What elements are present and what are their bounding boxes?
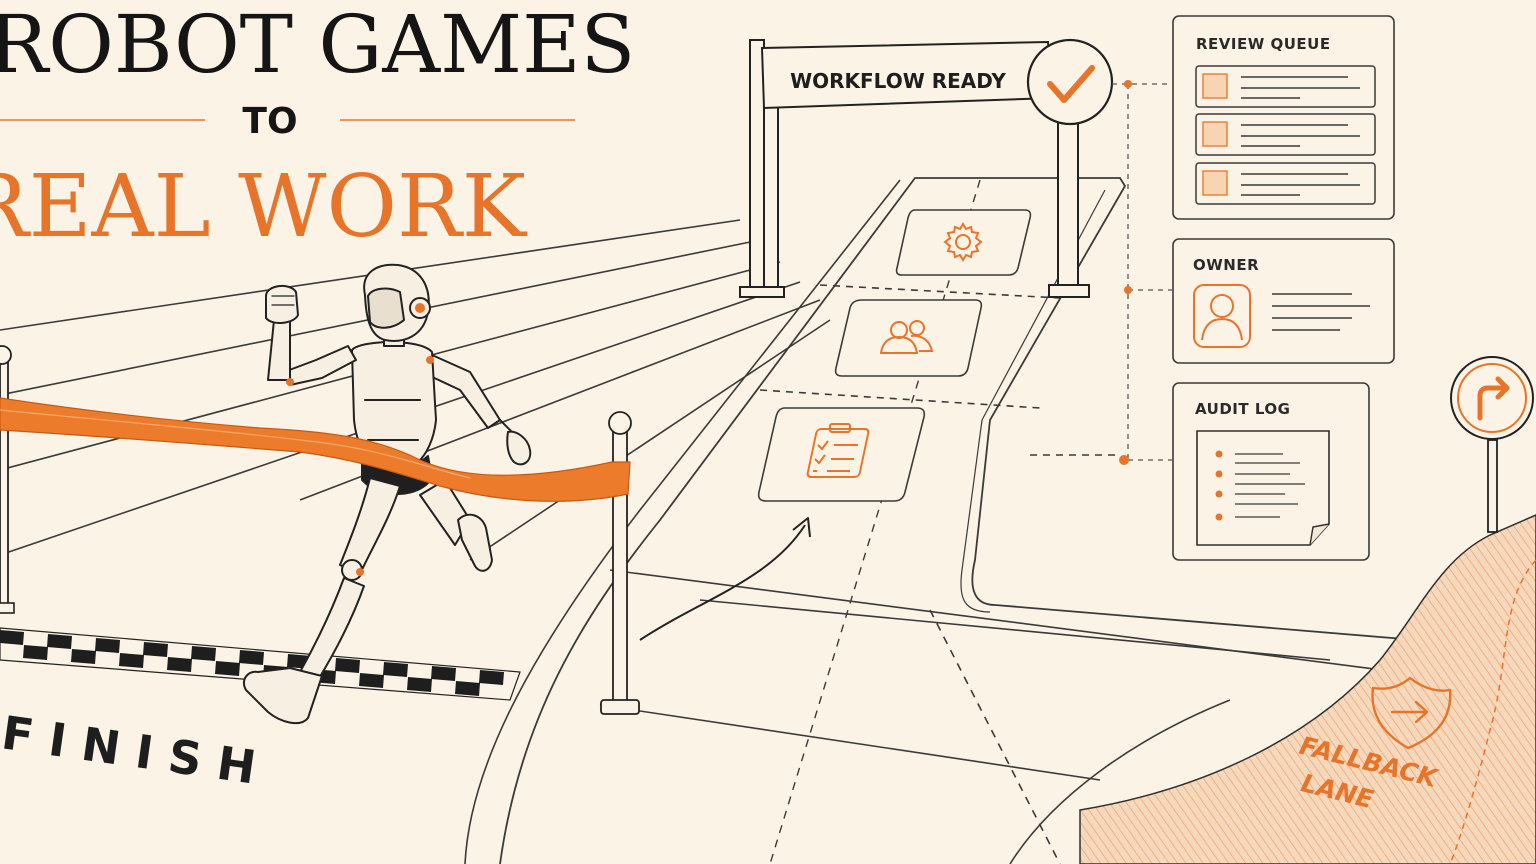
owner-detail-lines: [1272, 293, 1370, 331]
finish-ribbon: [0, 397, 631, 502]
person-icon: [1193, 284, 1251, 348]
fallback-lane[interactable]: [1079, 514, 1536, 864]
owner-panel[interactable]: OWNER: [1172, 238, 1395, 364]
gate-label: WORKFLOW READY: [790, 69, 1006, 93]
right-ribbon-post: [600, 411, 640, 715]
turn-sign: [1450, 356, 1534, 533]
turn-right-arrow-icon: [1477, 376, 1510, 421]
curved-arrow-icon: [639, 517, 811, 641]
left-ribbon-post: [0, 345, 15, 614]
review-queue-item[interactable]: [1195, 113, 1376, 156]
track-lines: [0, 177, 1536, 864]
connector-dots: [1119, 80, 1132, 465]
gear-icon: [943, 222, 983, 262]
headline-line1: ROBOT GAMES: [0, 0, 635, 91]
headline-connector: TO: [242, 101, 297, 142]
workflow-gate: WORKFLOW READY: [739, 38, 1114, 298]
review-queue-title: REVIEW QUEUE: [1196, 35, 1331, 53]
owner-title: OWNER: [1193, 256, 1259, 274]
clipboard-checklist-icon: [806, 423, 870, 478]
lane-tile-gear[interactable]: [895, 209, 1032, 276]
queue-checkbox-icon: [1202, 170, 1228, 196]
review-queue-item[interactable]: [1195, 65, 1376, 108]
panel-connectors: [1112, 83, 1172, 461]
queue-checkbox-icon: [1202, 73, 1228, 99]
document-icon: [1196, 430, 1330, 546]
checkmark-icon: [1026, 38, 1114, 126]
lane-tile-people[interactable]: [834, 299, 983, 377]
review-queue-item[interactable]: [1195, 162, 1376, 205]
finish-label: FINISH: [0, 705, 275, 796]
headline-line2: REAL WORK: [0, 157, 528, 257]
audit-log-panel[interactable]: AUDIT LOG: [1172, 382, 1370, 561]
review-queue-panel[interactable]: REVIEW QUEUE: [1172, 15, 1395, 220]
gate-sign[interactable]: WORKFLOW READY: [760, 40, 1054, 110]
shield-arrow-icon: [1371, 676, 1452, 750]
people-icon: [879, 320, 934, 354]
audit-log-title: AUDIT LOG: [1195, 400, 1290, 418]
queue-checkbox-icon: [1202, 121, 1228, 147]
lane-tile-clipboard[interactable]: [757, 407, 926, 502]
